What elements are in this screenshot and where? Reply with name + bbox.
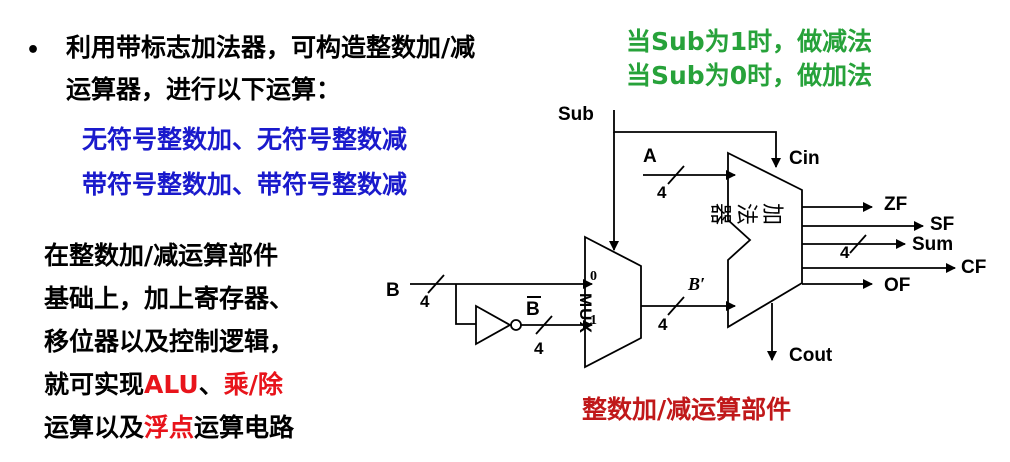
- note-line-1: 在整数加/减运算部件: [44, 241, 279, 270]
- a-label: A: [643, 146, 657, 167]
- note-alu: ALU: [144, 370, 199, 399]
- bbar-label: B: [526, 299, 540, 320]
- b-label: B: [386, 280, 400, 301]
- inverter-bubble: [510, 319, 522, 331]
- note-float: 浮点: [144, 413, 195, 442]
- note-mul-div: 乘/除: [223, 370, 283, 399]
- note-line-5-pre: 运算以及: [44, 413, 145, 442]
- b-width: 4: [420, 292, 430, 311]
- bullet: •: [26, 38, 41, 63]
- a-width: 4: [657, 183, 667, 202]
- sum-width: 4: [840, 243, 850, 262]
- of-label: OF: [884, 275, 911, 296]
- note-line-4-sep: 、: [198, 370, 224, 399]
- sf-label: SF: [930, 214, 955, 235]
- sub-wire: [613, 110, 781, 168]
- bprime-label: B′: [688, 274, 706, 294]
- intro-line-1: 利用带标志加法器，可构造整数加/减: [66, 33, 476, 62]
- inverter: [475, 304, 512, 346]
- mux-input-0: 0: [590, 269, 597, 284]
- zf-label: ZF: [884, 194, 908, 215]
- sub-label: Sub: [558, 104, 594, 125]
- adder-block: [727, 151, 803, 329]
- condition-sub-0: 当Sub为0时，做加法: [626, 61, 873, 90]
- operation-unsigned: 无符号整数加、无符号整数减: [82, 125, 408, 154]
- b-branch-wire: [455, 284, 476, 325]
- cout-label: Cout: [789, 345, 833, 366]
- cin-label: Cin: [789, 148, 820, 169]
- bbar-width: 4: [534, 339, 544, 358]
- intro-line-2: 运算器，进行以下运算：: [66, 75, 342, 104]
- mux-label: MUX: [576, 293, 595, 334]
- operation-signed: 带符号整数加、带符号整数减: [82, 170, 408, 199]
- bprime-width: 4: [658, 315, 668, 334]
- note-line-2: 基础上，加上寄存器、: [44, 284, 295, 313]
- condition-sub-1: 当Sub为1时，做减法: [626, 27, 873, 56]
- note-line-5-post: 运算电路: [194, 413, 295, 442]
- mux-input-1: 1: [590, 313, 597, 328]
- sum-label: Sum: [912, 234, 954, 255]
- adder-label: 加法器: [707, 203, 784, 226]
- note-line-4-pre: 就可实现: [44, 370, 145, 399]
- note-line-3: 移位器以及控制逻辑，: [44, 327, 295, 356]
- diagram-caption: 整数加/减运算部件: [582, 395, 792, 424]
- note-line-4: 就可实现ALU、乘/除: [44, 367, 283, 403]
- cf-label: CF: [961, 257, 987, 278]
- note-line-5: 运算以及浮点运算电路: [44, 410, 294, 446]
